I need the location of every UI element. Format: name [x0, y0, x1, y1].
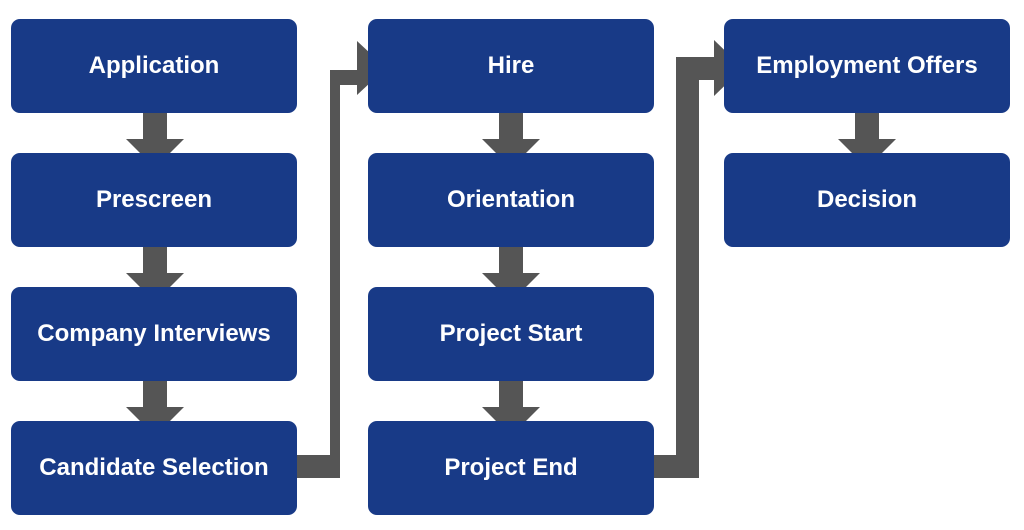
step-label: Project Start [439, 320, 583, 347]
step-label: Hire [487, 52, 535, 79]
down-arrow-interviews-selection [126, 359, 184, 436]
down-arrow-orientation-projectstart [482, 225, 540, 302]
step-label: Candidate Selection [39, 454, 269, 481]
step-prescreen: Prescreen [11, 153, 297, 247]
step-label: Employment Offers [756, 52, 978, 79]
step-application: Application [11, 19, 297, 113]
step-label: Application [88, 52, 220, 79]
step-label: Project End [444, 454, 578, 481]
step-label: Orientation [446, 186, 575, 213]
step-hire: Hire [368, 19, 654, 113]
step-candidate-selection: Candidate Selection [11, 421, 297, 515]
step-label: Company Interviews [37, 320, 271, 347]
step-label: Decision [816, 186, 918, 213]
step-company-interviews: Company Interviews [11, 287, 297, 381]
down-arrow-prescreen-interviews [126, 225, 184, 302]
step-employment-offers: Employment Offers [724, 19, 1010, 113]
step-project-end: Project End [368, 421, 654, 515]
down-arrow-application-prescreen [126, 91, 184, 168]
step-label: Prescreen [95, 186, 213, 213]
down-arrow-projectstart-projectend [482, 359, 540, 436]
connector-arrow-projectend-to-offers [653, 40, 743, 478]
step-decision: Decision [724, 153, 1010, 247]
down-arrow-hire-orientation [482, 91, 540, 168]
down-arrow-offers-decision [838, 91, 896, 168]
step-orientation: Orientation [368, 153, 654, 247]
step-project-start: Project Start [368, 287, 654, 381]
